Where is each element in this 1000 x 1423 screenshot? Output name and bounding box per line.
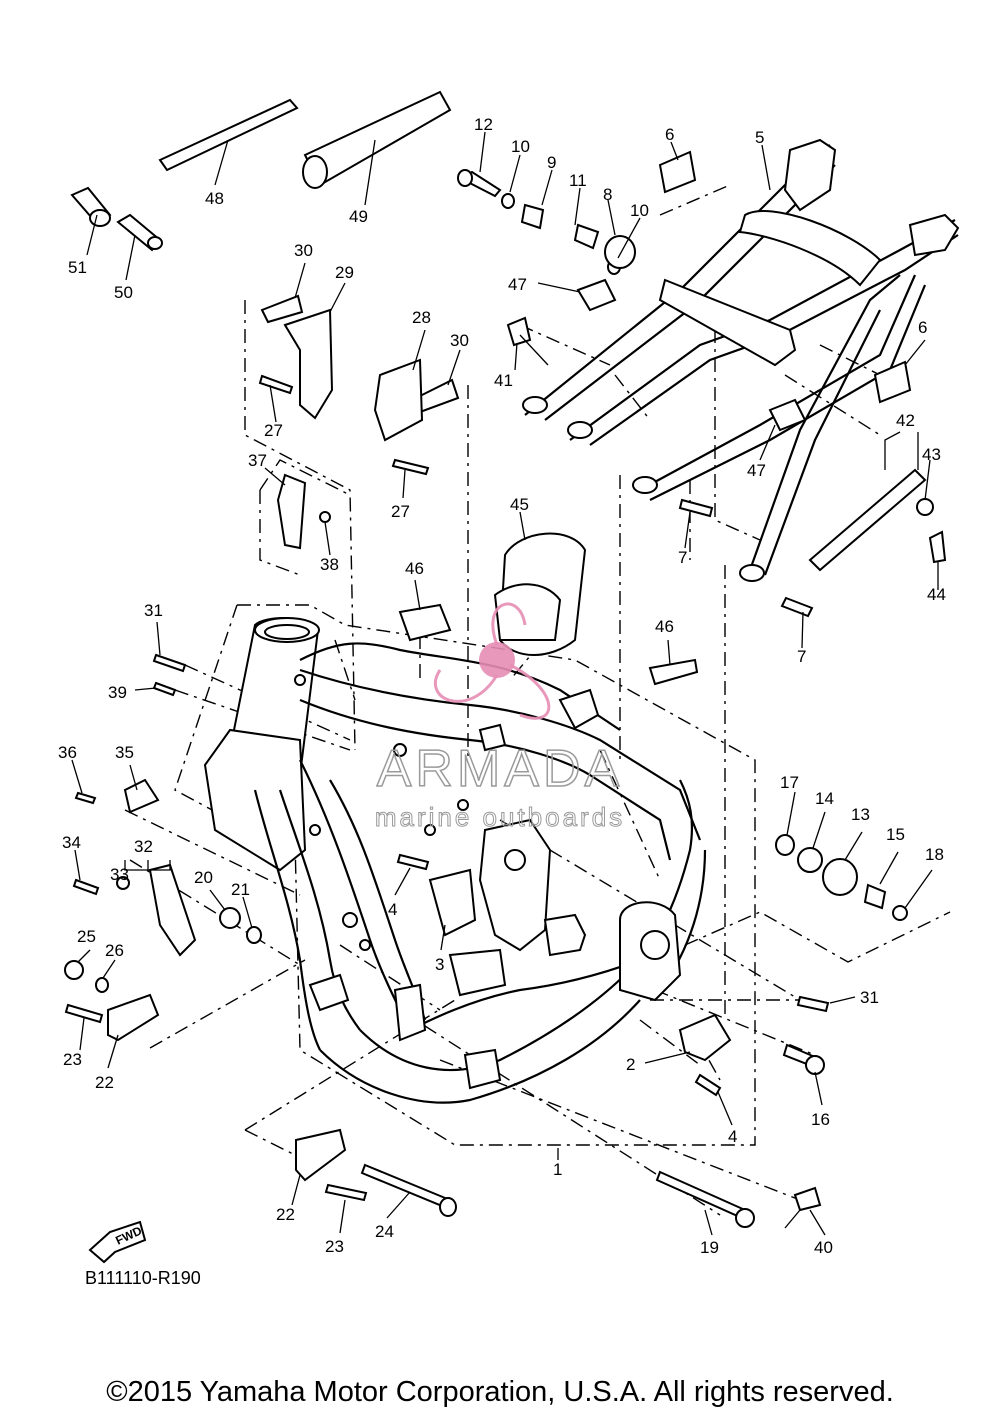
callout-31: 31	[144, 601, 163, 620]
callout-12: 12	[474, 115, 493, 134]
leader-lines	[71, 131, 939, 1236]
callout-44: 44	[927, 585, 946, 604]
callout-7: 7	[797, 647, 806, 666]
callout-32: 32	[134, 837, 153, 856]
callout-47: 47	[508, 275, 527, 294]
callout-41: 41	[494, 371, 513, 390]
main-frame	[203, 617, 707, 1104]
callout-45: 45	[510, 495, 529, 514]
small-parts	[64, 90, 947, 1264]
callout-38: 38	[320, 555, 339, 574]
callout-10: 10	[511, 137, 530, 156]
callout-labels: 1 2 3 4 4 5 6 6 7 7 8 9 10 10 11 12 13 1…	[58, 115, 946, 1257]
callout-11: 11	[569, 171, 587, 190]
callout-30: 30	[294, 241, 313, 260]
callout-9: 9	[547, 153, 556, 172]
callout-27: 27	[264, 421, 283, 440]
callout-8: 8	[603, 185, 612, 204]
callout-42: 42	[896, 411, 915, 430]
callout-24: 24	[375, 1222, 394, 1241]
callout-16: 16	[811, 1110, 830, 1129]
callout-23: 23	[63, 1050, 82, 1069]
callout-23: 23	[325, 1237, 344, 1256]
callout-7: 7	[678, 548, 687, 567]
watermark-brand: ARMADA	[377, 740, 623, 798]
callout-10: 10	[630, 201, 649, 220]
callout-3: 3	[435, 955, 444, 974]
callout-43: 43	[922, 445, 941, 464]
watermark: ARMADA marine outboards	[374, 602, 625, 833]
callout-46: 46	[405, 559, 424, 578]
callout-37: 37	[248, 451, 267, 470]
watermark-tagline: marine outboards	[375, 802, 625, 832]
callout-27: 27	[391, 502, 410, 521]
callout-49: 49	[349, 207, 368, 226]
callout-51: 51	[68, 258, 87, 277]
callout-20: 20	[194, 868, 213, 887]
callout-40: 40	[814, 1238, 833, 1257]
callout-15: 15	[886, 825, 905, 844]
callout-26: 26	[105, 941, 124, 960]
copyright-notice: ©2015 Yamaha Motor Corporation, U.S.A. A…	[106, 1376, 894, 1408]
callout-5: 5	[755, 128, 764, 147]
callout-6: 6	[665, 125, 674, 144]
callout-17: 17	[780, 773, 799, 792]
callout-18: 18	[925, 845, 944, 864]
callout-28: 28	[412, 308, 431, 327]
callout-34: 34	[62, 833, 81, 852]
callout-4: 4	[388, 900, 397, 919]
callout-33: 33	[110, 865, 129, 884]
callout-13: 13	[851, 805, 870, 824]
callout-46: 46	[655, 617, 674, 636]
watermark-logo-icon	[479, 642, 515, 678]
diagram-reference-code: B111110-R190	[85, 1268, 201, 1288]
callout-21: 21	[231, 880, 250, 899]
callout-6: 6	[918, 318, 927, 337]
callout-4: 4	[728, 1127, 737, 1146]
callout-35: 35	[115, 743, 134, 762]
callout-1: 1	[553, 1160, 562, 1179]
wrench-tool-48	[158, 98, 299, 172]
callout-30: 30	[450, 331, 469, 350]
callout-48: 48	[205, 189, 224, 208]
callout-50: 50	[114, 283, 133, 302]
callout-47: 47	[747, 461, 766, 480]
callout-39: 39	[108, 683, 127, 702]
callout-14: 14	[815, 789, 834, 808]
fwd-arrow-icon	[88, 1220, 147, 1264]
callout-22: 22	[276, 1205, 295, 1224]
callout-19: 19	[700, 1238, 719, 1257]
callout-31: 31	[860, 988, 879, 1007]
callout-29: 29	[335, 263, 354, 282]
sub-frame	[522, 138, 960, 582]
callout-36: 36	[58, 743, 77, 762]
callout-2: 2	[626, 1055, 635, 1074]
callout-22: 22	[95, 1073, 114, 1092]
callout-25: 25	[77, 927, 96, 946]
